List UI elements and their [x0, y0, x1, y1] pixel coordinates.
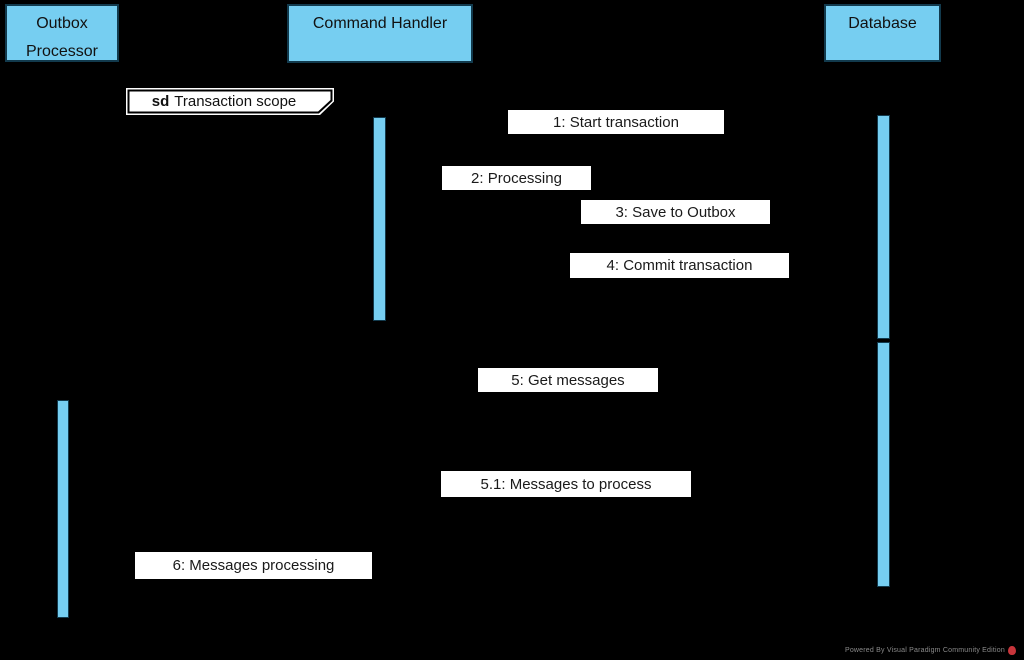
activation-bar-database-2 — [877, 342, 890, 587]
participant-database: Database — [824, 4, 941, 62]
fragment-label-transaction-scope: sd Transaction scope — [126, 88, 336, 116]
message-3-save-to-outbox: 3: Save to Outbox — [581, 200, 770, 224]
message-2-processing: 2: Processing — [442, 166, 591, 190]
activation-bar-outbox-processor — [57, 400, 69, 618]
message-6-messages-processing: 6: Messages processing — [135, 552, 372, 579]
watermark: Powered By Visual Paradigm Community Edi… — [845, 646, 1016, 655]
fragment-keyword: sd — [151, 92, 170, 110]
participant-command-handler: Command Handler — [287, 4, 473, 63]
activation-bar-database-1 — [877, 115, 890, 339]
fragment-name: Transaction scope — [174, 92, 297, 110]
visual-paradigm-logo-icon — [1008, 646, 1016, 655]
message-4-commit-transaction: 4: Commit transaction — [570, 253, 789, 278]
watermark-text: Powered By Visual Paradigm Community Edi… — [844, 647, 1005, 654]
fragment-pentagon-shape — [126, 88, 334, 115]
message-5-1-messages-to-process: 5.1: Messages to process — [441, 471, 691, 497]
participant-outbox-processor: Outbox Processor — [5, 4, 119, 62]
activation-bar-command-handler — [373, 117, 386, 321]
message-5-get-messages: 5: Get messages — [478, 368, 658, 392]
fragment-title: sd Transaction scope — [126, 88, 322, 114]
message-1-start-transaction: 1: Start transaction — [508, 110, 724, 134]
